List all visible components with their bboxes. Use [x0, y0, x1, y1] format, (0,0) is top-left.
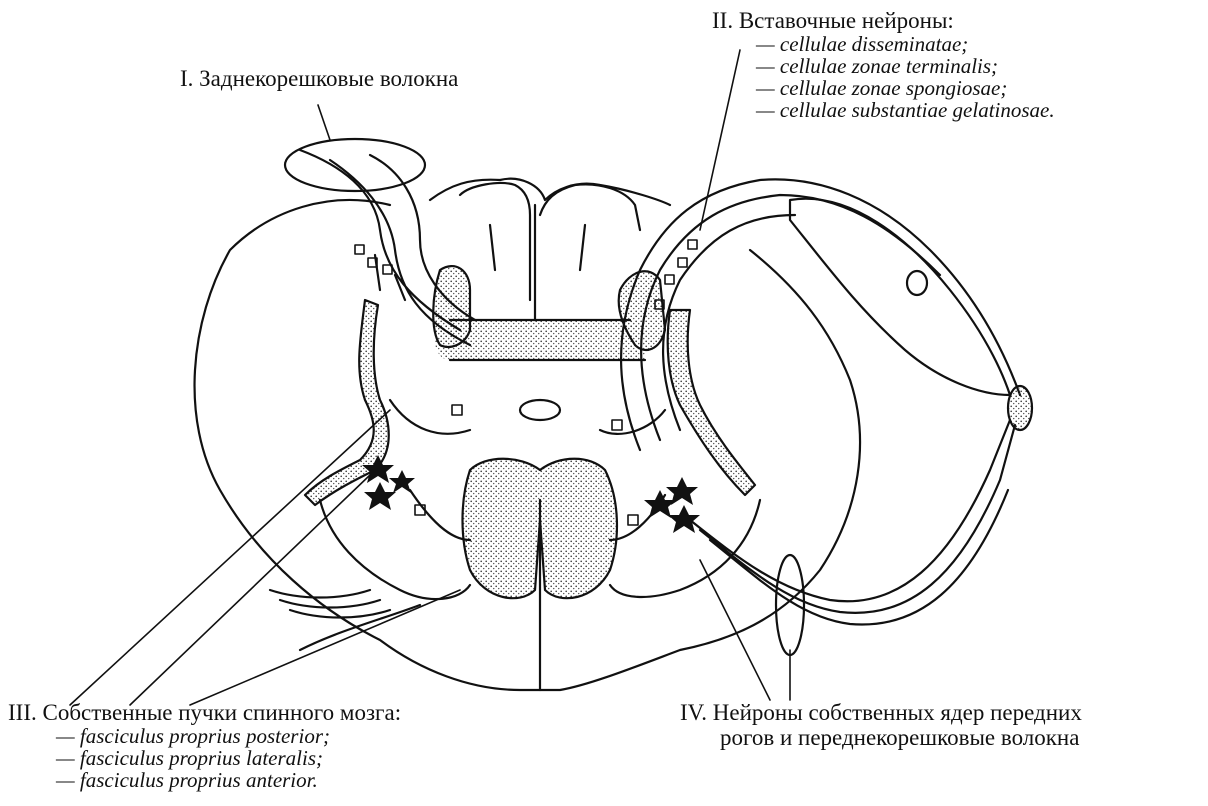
label-3-item: — fasciculus proprius posterior; — [56, 725, 401, 747]
label-3-title: III. Собственные пучки спинного мозга: — [8, 700, 401, 725]
right-grey-margin — [668, 310, 755, 495]
label-3-item: — fasciculus proprius anterior. — [56, 769, 401, 791]
ventral-root-fibers — [690, 420, 1015, 625]
posterior-groove-right — [580, 225, 585, 270]
left-ventral-horn — [320, 500, 470, 599]
label-2-item: — cellulae disseminatae; — [756, 33, 1055, 55]
label-1-title: I. Заднекорешковые волокна — [180, 66, 458, 91]
label-2-title: II. Вставочные нейроны: — [712, 8, 1055, 33]
spinal-nerve — [1008, 386, 1032, 430]
dorsal-root-ganglion — [790, 199, 1010, 395]
spinal-cord-outline — [195, 179, 860, 690]
label-proper-fasciculi: III. Собственные пучки спинного мозга: —… — [8, 700, 401, 791]
central-canal — [520, 400, 560, 420]
label-4-line1: IV. Нейроны собственных ядер передних — [680, 700, 1082, 725]
motor-neurons-right — [644, 477, 700, 533]
posterior-funiculi — [460, 183, 640, 300]
label-dorsal-root-fibers: I. Заднекорешковые волокна — [180, 66, 458, 91]
label-2-item: — cellulae zonae spongiosae; — [756, 77, 1055, 99]
label-2-item: — cellulae zonae terminalis; — [756, 55, 1055, 77]
label-anterior-horn-neurons: IV. Нейроны собственных ядер передних ро… — [680, 700, 1082, 750]
label-2-item: — cellulae substantiae gelatinosae. — [756, 99, 1055, 121]
label-interneurons: II. Вставочные нейроны: — cellulae disse… — [712, 8, 1055, 121]
posterior-groove-left — [490, 225, 495, 270]
label-3-item: — fasciculus proprius lateralis; — [56, 747, 401, 769]
label-4-line2: рогов и переднекорешковые волокна — [680, 725, 1082, 750]
